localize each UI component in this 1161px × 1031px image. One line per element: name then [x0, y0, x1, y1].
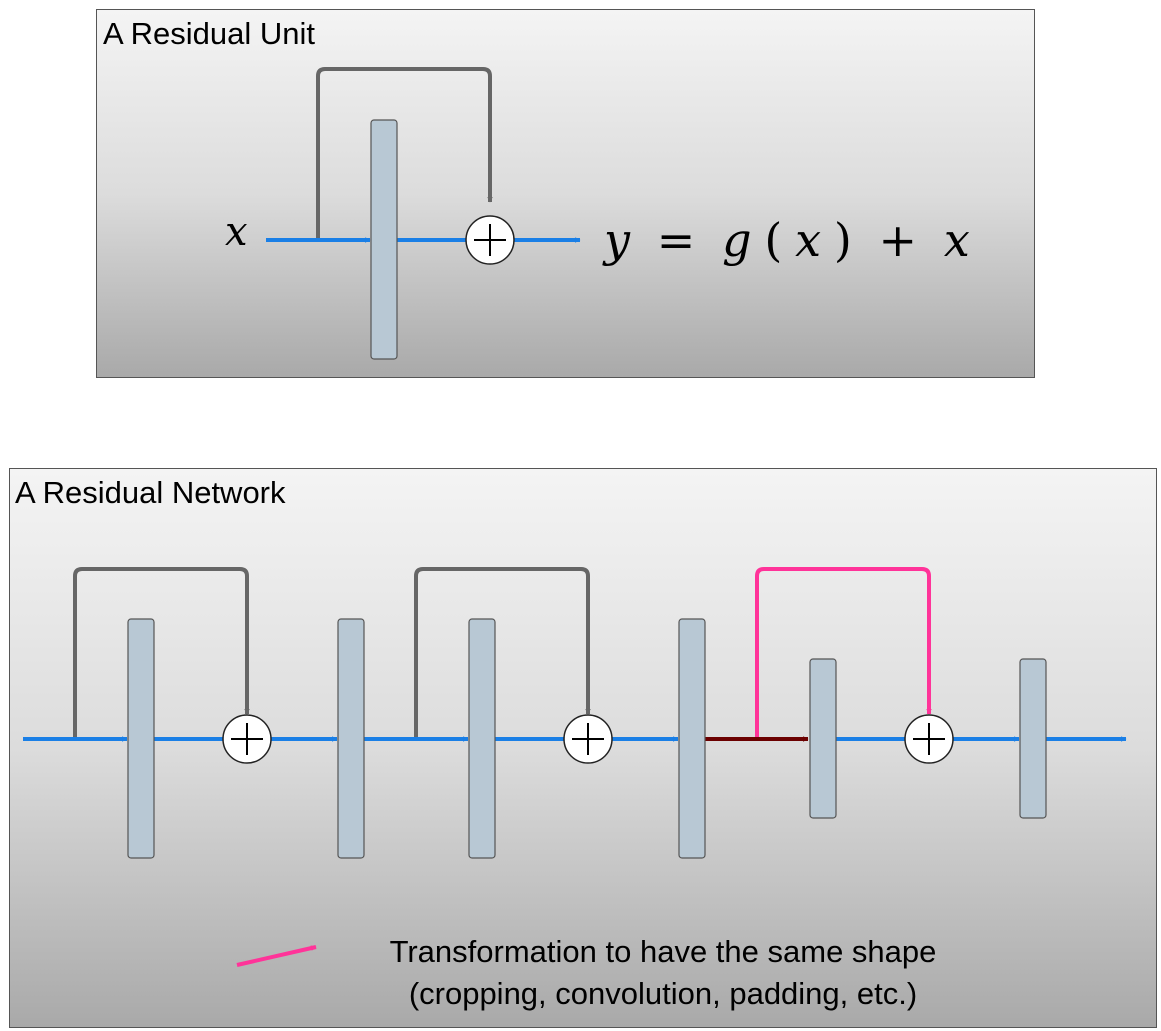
- network-skip-connection-1: [73, 567, 250, 739]
- unit-diagram: x y = g ( x ) + x: [225, 67, 970, 360]
- unit-input-label: x: [225, 209, 248, 255]
- network-skip-connection-2: [414, 567, 591, 739]
- eq-tail: x: [944, 213, 970, 267]
- eq-equals: =: [657, 213, 696, 267]
- network-layer-block: [678, 618, 706, 859]
- eq-arg: x: [795, 213, 821, 267]
- unit-equation: y = g ( x ) + x: [602, 213, 970, 267]
- network-sum-node-3: [904, 714, 954, 764]
- unit-panel-title: A Residual Unit: [103, 16, 315, 51]
- eq-plus: +: [879, 213, 918, 267]
- network-sum-node-2: [563, 714, 613, 764]
- network-layer-block: [127, 618, 155, 859]
- eq-rparen: ): [834, 213, 852, 267]
- network-diagram: [23, 567, 1127, 967]
- network-panel-title: A Residual Network: [15, 475, 286, 510]
- network-layer-block: [468, 618, 496, 859]
- legend-line-1: Transformation to have the same shape: [389, 934, 937, 969]
- legend-line-2: (cropping, convolution, padding, etc.): [408, 976, 918, 1011]
- network-sum-node-1: [222, 714, 272, 764]
- network-layer-block: [337, 618, 365, 859]
- eq-func: g: [722, 213, 751, 267]
- residual-unit-panel: [96, 9, 1035, 378]
- unit-skip-connection: [316, 67, 493, 240]
- legend-transform-arrow: [236, 945, 317, 967]
- legend-text: Transformation to have the same shape (c…: [340, 934, 986, 1012]
- network-layer-block-small: [1019, 658, 1047, 819]
- unit-sum-node: [465, 215, 515, 265]
- unit-layer-block: [370, 119, 398, 360]
- eq-lparen: (: [764, 213, 782, 267]
- eq-lhs: y: [602, 213, 631, 267]
- network-transform-skip-connection: [755, 567, 932, 739]
- network-layer-block-small: [809, 658, 837, 819]
